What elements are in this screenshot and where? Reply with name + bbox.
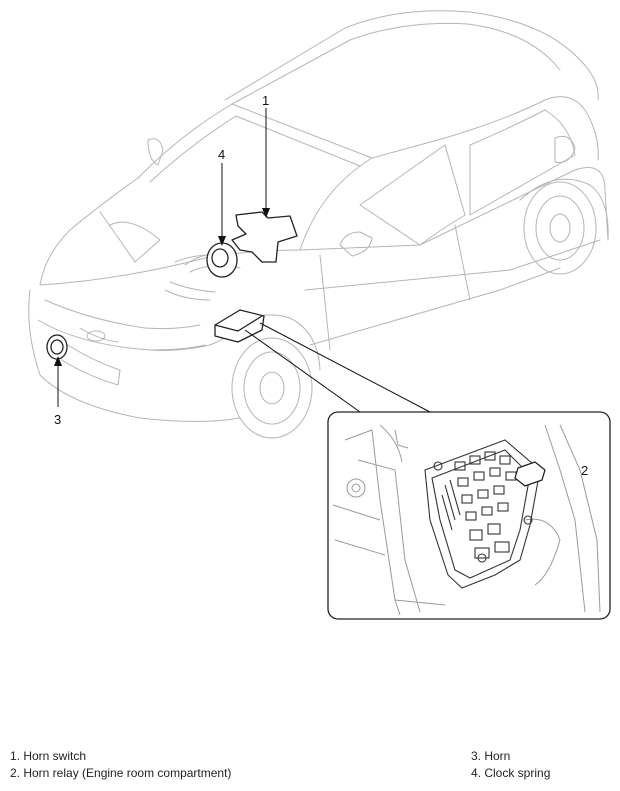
component-location-diagram: 1 2 3 4	[28, 10, 611, 620]
clock-spring-part	[206, 242, 238, 278]
legend-item-clock-spring: 4. Clock spring	[471, 766, 551, 780]
legend-item-horn: 3. Horn	[471, 749, 511, 763]
vehicle-outline	[28, 10, 609, 439]
horn-relay-part	[514, 461, 546, 487]
legend-item-horn-relay: 2. Horn relay (Engine room compartment)	[10, 766, 232, 780]
callout-2: 2	[581, 463, 588, 478]
detail-leader-line-right	[259, 322, 431, 413]
parts-legend: 1. Horn switch 2. Horn relay (Engine roo…	[0, 748, 620, 788]
callout-4: 4	[218, 147, 225, 162]
callout-3: 3	[54, 412, 61, 427]
relay-detail-inset	[327, 411, 611, 620]
callout-1: 1	[262, 93, 269, 108]
fuse-grid	[441, 451, 517, 559]
horn-part	[46, 334, 68, 360]
horn-switch-part	[231, 211, 298, 263]
detail-leader-line-left	[244, 329, 361, 413]
legend-item-horn-switch: 1. Horn switch	[10, 749, 87, 763]
engine-room-junction-box	[214, 309, 265, 343]
